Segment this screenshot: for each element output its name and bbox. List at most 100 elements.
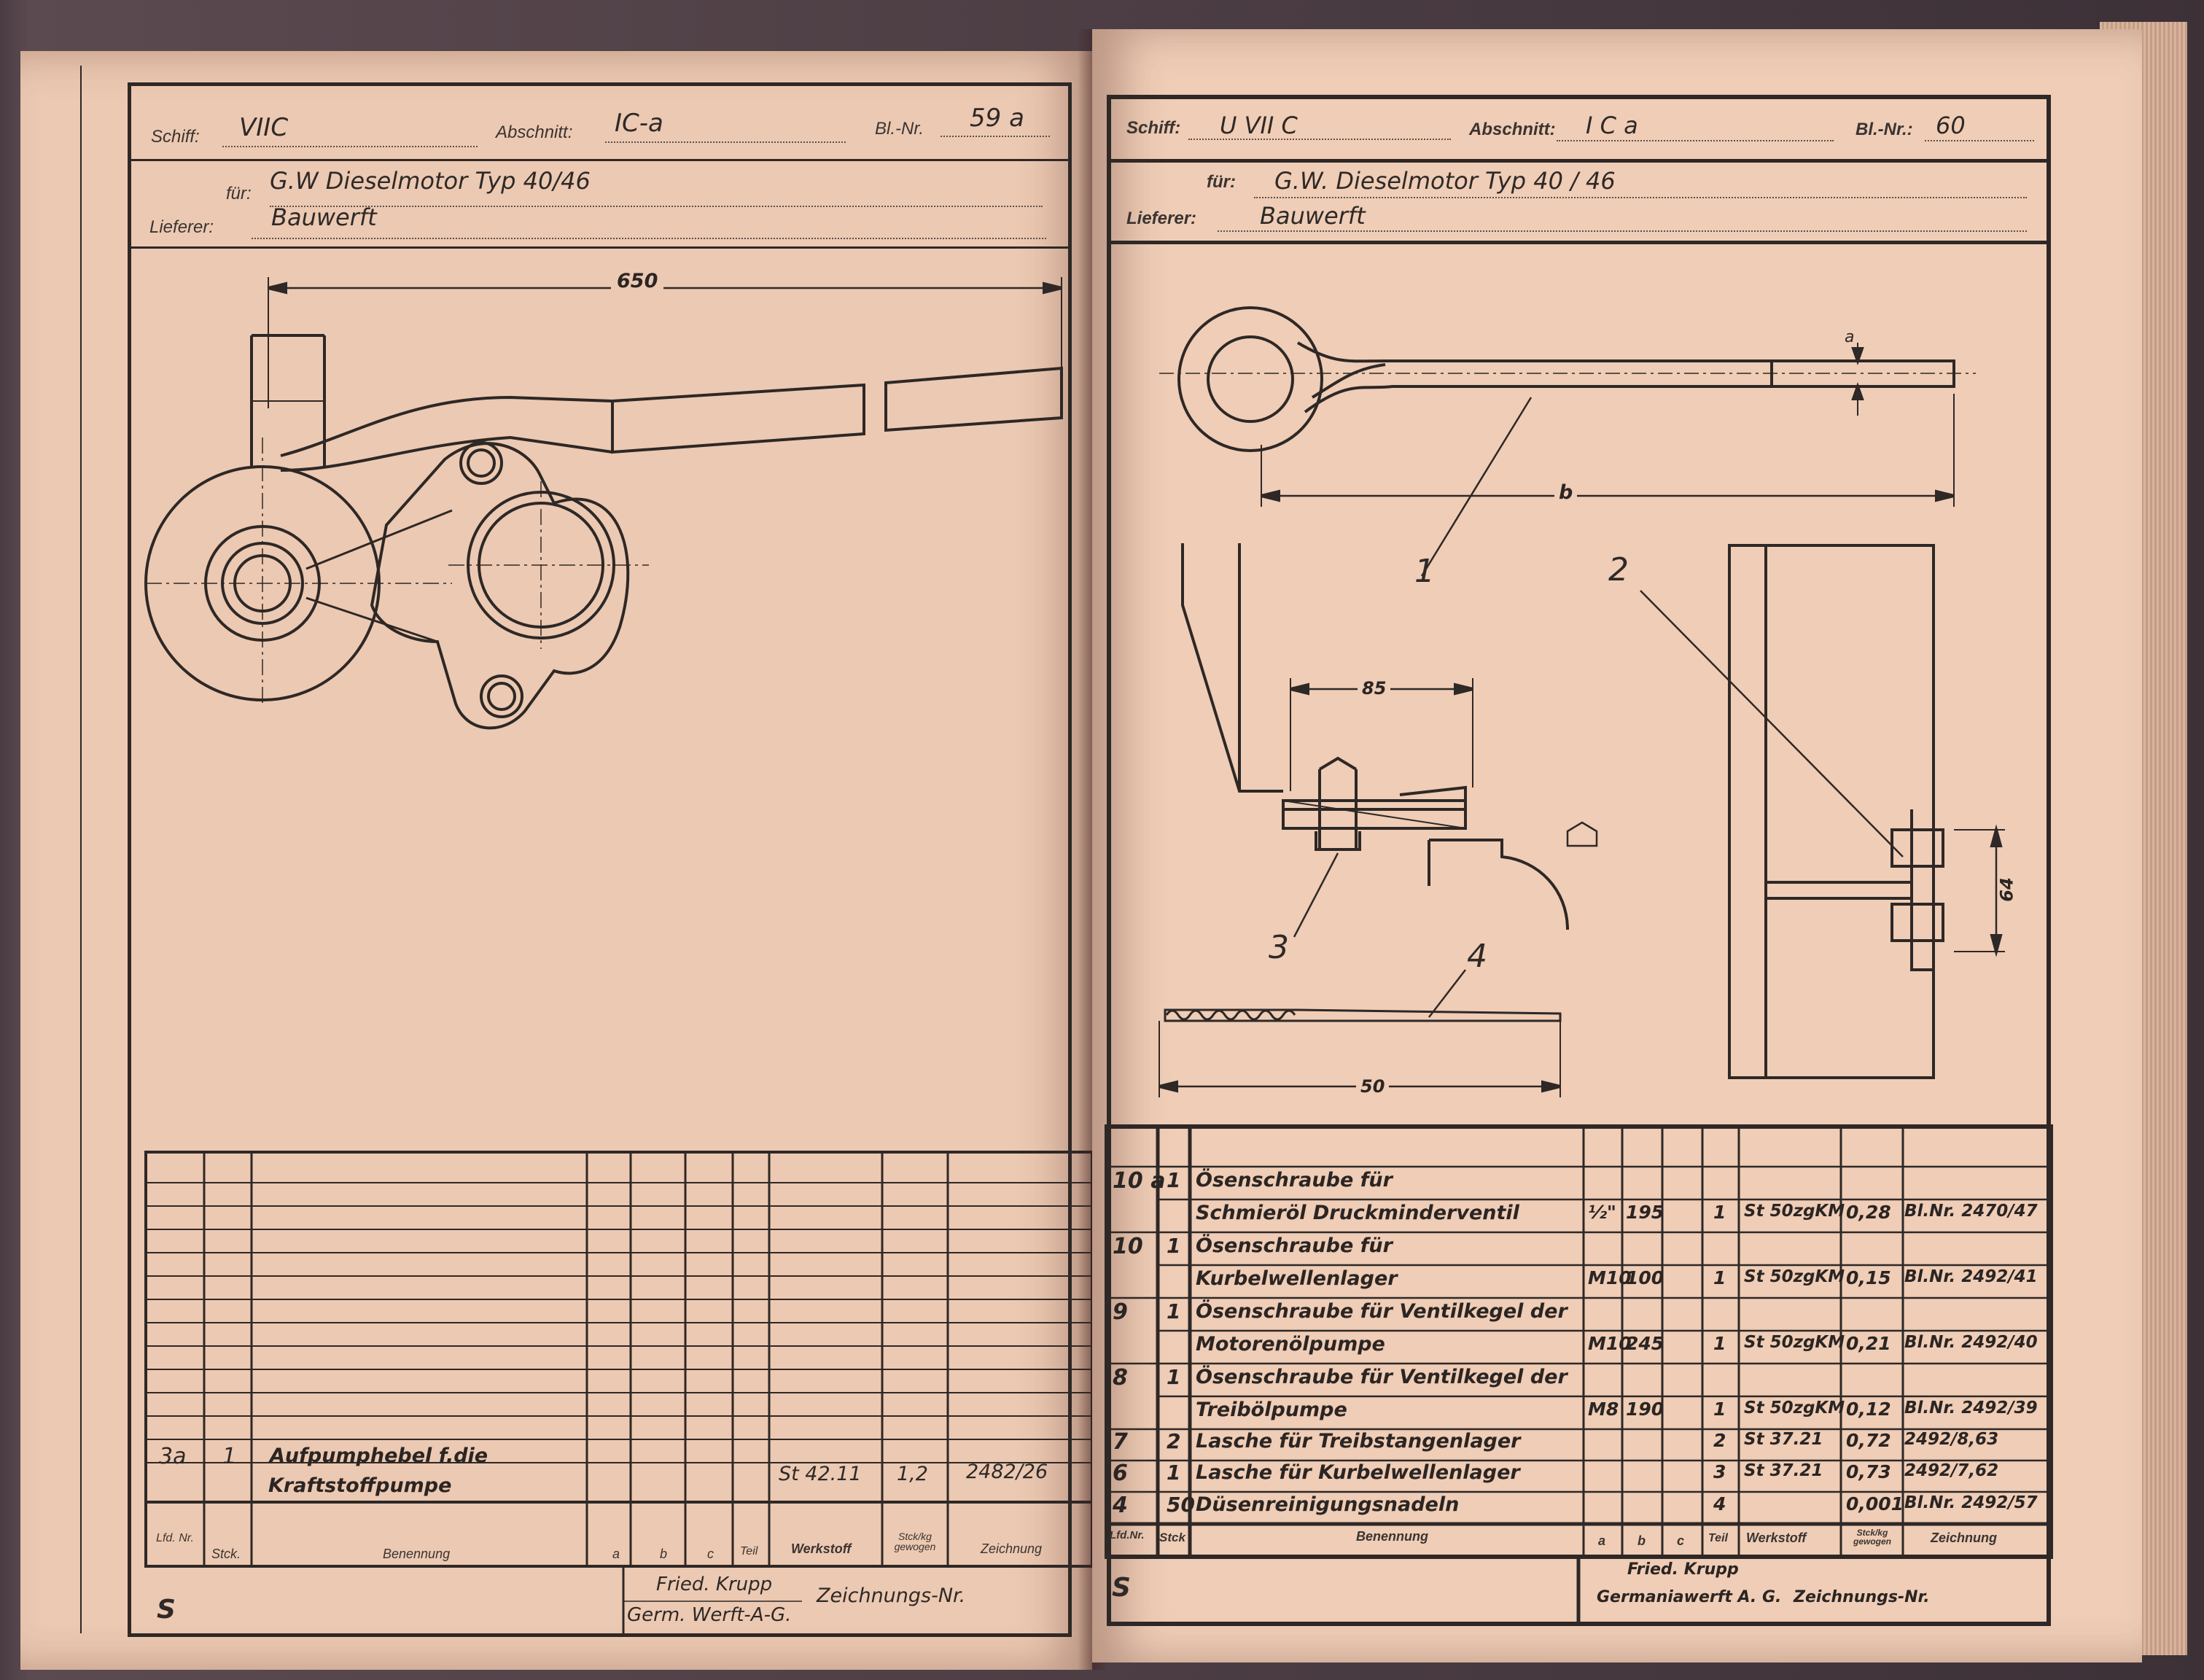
right-row-gewicht: 0,28 (1846, 1202, 1891, 1223)
right-lieferer-label: Lieferer: (1126, 209, 1197, 228)
right-row-benennung: Düsenreinigungsnadeln (1196, 1493, 1460, 1516)
right-row-teil: 3 (1713, 1461, 1726, 1482)
left-footer-s: S (157, 1595, 176, 1625)
left-bl-value: 59 a (970, 104, 1024, 133)
right-row-werkstoff: St 50zgKM (1744, 1267, 1845, 1286)
right-hdr-b: b (1638, 1533, 1646, 1548)
right-callout-1: 1 (1414, 553, 1435, 590)
right-row-a: M10 (1588, 1333, 1632, 1354)
right-row-gewicht: 0,001 (1846, 1493, 1904, 1514)
left-margin-line (80, 66, 82, 1633)
right-dim-85: 85 (1358, 680, 1391, 697)
left-abschnitt-label: Abschnitt: (496, 122, 573, 142)
right-row-stck: 1 (1167, 1299, 1181, 1323)
right-row-stck: 1 (1167, 1234, 1181, 1258)
right-row-zeichnung: Bl.Nr. 2470/47 (1904, 1202, 2038, 1221)
right-footer-firma-1: Fried. Krupp (1627, 1560, 1739, 1579)
right-row-zeichnung: Bl.Nr. 2492/40 (1904, 1333, 2038, 1352)
right-page (1092, 29, 2142, 1662)
right-row-zeichnung: Bl.Nr. 2492/57 (1904, 1493, 2038, 1512)
right-hdr-lfd: Lfd.Nr. (1110, 1529, 1145, 1541)
right-row-werkstoff: St 37.21 (1744, 1430, 1823, 1449)
right-bl-label: Bl.-Nr.: (1856, 120, 1913, 139)
right-row-stck: 1 (1167, 1168, 1181, 1192)
left-schiff-value: VIIC (239, 113, 289, 142)
right-row-stck: 50 (1167, 1493, 1195, 1517)
right-row-teil: 1 (1713, 1267, 1726, 1288)
left-hdr-lfd: Lfd. Nr. (156, 1532, 194, 1544)
right-callout-3: 3 (1269, 929, 1289, 966)
right-lieferer-value: Bauwerft (1260, 202, 1366, 230)
right-row-zeichnung: 2492/8,63 (1904, 1430, 1999, 1449)
right-fuer-label: für: (1207, 172, 1236, 192)
right-row-a: M8 (1588, 1399, 1619, 1420)
right-row-werkstoff: St 50zgKM (1744, 1399, 1845, 1418)
right-row-benennung: Ösenschraube für Ventilkegel der (1196, 1366, 1568, 1388)
left-fuer-label: für: (226, 184, 252, 203)
left-hdr-teil: Teil (740, 1545, 758, 1558)
left-schiff-label: Schiff: (151, 127, 200, 147)
left-sheet-frame (128, 82, 1072, 1637)
left-hdr-c: c (707, 1547, 714, 1561)
right-row-werkstoff: St 37.21 (1744, 1461, 1823, 1480)
left-hdr-zeichnung: Zeichnung (981, 1541, 1043, 1556)
left-row-nr: 3a (159, 1444, 187, 1469)
right-lieferer-divider (1107, 241, 2051, 244)
right-row-teil: 1 (1713, 1333, 1726, 1354)
left-hdr-stck: Stck. (211, 1547, 241, 1561)
right-row-stck: 1 (1167, 1365, 1181, 1389)
right-footer-s: S (1112, 1573, 1131, 1603)
right-bl-value: 60 (1936, 112, 1966, 139)
right-row-benennung: Lasche für Kurbelwellenlager (1196, 1461, 1520, 1484)
left-hdr-a: a (612, 1547, 620, 1561)
right-row-nr: 7 (1113, 1429, 1128, 1455)
right-row-b: 190 (1626, 1399, 1664, 1420)
right-row-benennung: Lasche für Treibstangenlager (1196, 1430, 1521, 1452)
right-row-zeichnung: Bl.Nr. 2492/39 (1904, 1399, 2038, 1418)
left-hdr-b: b (660, 1547, 668, 1561)
right-row-stck: 2 (1167, 1429, 1181, 1453)
right-row-a: M10 (1588, 1267, 1632, 1288)
left-page (20, 51, 1092, 1670)
right-hdr-c: c (1677, 1533, 1685, 1548)
right-abschnitt-value: I C a (1586, 112, 1638, 139)
right-hdr-werkstoff: Werkstoff (1746, 1531, 1807, 1545)
left-fuer-value: G.W Dieselmotor Typ 40/46 (270, 167, 591, 195)
right-row-nr: 9 (1113, 1299, 1128, 1325)
right-hdr-a: a (1598, 1533, 1606, 1548)
left-row-stck: 1 (222, 1444, 237, 1469)
right-row-benennung: Ösenschraube für (1196, 1169, 1393, 1191)
right-row-nr: 4 (1113, 1493, 1128, 1518)
right-row-benennung: Ösenschraube für (1196, 1234, 1393, 1257)
right-row-teil: 2 (1713, 1430, 1726, 1451)
left-abschnitt-value: IC-a (615, 109, 663, 138)
right-row-stck: 1 (1167, 1461, 1181, 1485)
right-row-a: ½" (1588, 1202, 1616, 1223)
right-hdr-gewicht: Stck/kg gewogen (1853, 1528, 1891, 1547)
right-dim-50: 50 (1356, 1078, 1390, 1095)
left-bl-label: Bl.-Nr. (875, 119, 924, 139)
right-row-werkstoff: St 50zgKM (1744, 1202, 1845, 1221)
right-row-nr: 10 a (1113, 1168, 1166, 1194)
right-schiff-value: U VII C (1220, 112, 1298, 139)
right-row-nr: 10 (1113, 1234, 1143, 1259)
left-hdr-werkstoff: Werkstoff (791, 1541, 852, 1556)
right-row-teil: 1 (1713, 1399, 1726, 1420)
right-row-benennung: Ösenschraube für Ventilkegel der (1196, 1300, 1568, 1323)
right-row-gewicht: 0,12 (1846, 1399, 1891, 1420)
left-row-benennung-2: Kraftstoffpumpe (268, 1474, 452, 1497)
right-row-b: 100 (1626, 1267, 1664, 1288)
right-row-nr: 6 (1113, 1461, 1128, 1486)
left-row-benennung-1: Aufpumphebel f.die (270, 1444, 488, 1467)
right-abschnitt-label: Abschnitt: (1469, 120, 1556, 139)
right-footer-zeichnungs-nr: Zeichnungs-Nr. (1794, 1588, 1930, 1606)
right-dim-b: b (1554, 483, 1578, 502)
right-row-teil: 1 (1713, 1202, 1726, 1223)
left-lieferer-label: Lieferer: (149, 217, 214, 237)
right-row-benennung: Schmieröl Druckminderventil (1196, 1202, 1519, 1224)
